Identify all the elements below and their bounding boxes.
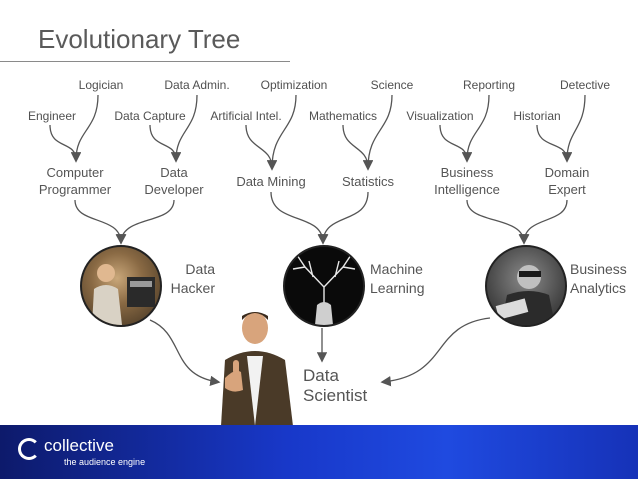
arrow-expert-to-ba <box>519 199 568 245</box>
arrow-data-capture <box>149 124 182 163</box>
computer-programmer-line: Computer Programmer <box>38 165 112 197</box>
business-analytics-photo-figure <box>495 265 555 325</box>
label-computer-programmer: Computer Programmer <box>39 164 111 198</box>
label-data-mining: Data Mining <box>236 174 306 189</box>
arrow-hacker-to-scientist <box>149 319 221 387</box>
label-data-capture: Data Capture <box>114 109 186 123</box>
arrow-engineer <box>49 124 82 163</box>
arrow-stats-to-ml <box>318 191 369 245</box>
label-historian: Historian <box>513 109 561 123</box>
data-hacker-photo <box>80 245 162 327</box>
machine-learning-photo-figure <box>292 254 356 325</box>
role-machine-learning: Machine Learning <box>370 261 425 296</box>
label-reporting: Reporting <box>462 78 516 92</box>
arrow-detective <box>561 94 586 163</box>
label-business-intelligence: Business Intelligence <box>434 164 500 198</box>
machine-learning-photo <box>283 245 365 327</box>
arrow-optimization <box>266 94 297 171</box>
label-optimization: Optimization <box>260 78 328 92</box>
label-engineer: Engineer <box>27 109 77 123</box>
label-statistics: Statistics <box>341 174 395 189</box>
domain-expert-line: Domain Expert <box>544 165 590 197</box>
business-analytics-photo <box>485 245 567 327</box>
label-science: Science <box>370 78 414 92</box>
business-intelligence-line: Business Intelligence <box>434 165 500 197</box>
result-data-scientist: Data Scientist <box>303 366 368 405</box>
title-underline <box>0 61 290 62</box>
data-hacker-photo-figure <box>92 264 155 325</box>
arrow-developer-to-hacker <box>116 199 175 245</box>
label-data-developer: Data Developer <box>144 164 203 198</box>
arrow-ba-to-scientist <box>380 317 491 387</box>
collective-logo-icon <box>18 438 40 460</box>
data-developer-line: Data Developer <box>144 165 204 197</box>
arrow-mining-to-ml <box>270 191 328 245</box>
label-mathematics: Mathematics <box>308 109 378 123</box>
arrow-bi-to-ba <box>466 199 529 245</box>
footer-brand: collective <box>44 436 114 455</box>
arrow-programmer-to-hacker <box>74 199 126 245</box>
label-logician: Logician <box>78 78 124 92</box>
slide-title: Evolutionary Tree <box>38 24 241 54</box>
footer-tagline: the audience engine <box>64 457 146 467</box>
arrow-data-admin <box>170 94 198 163</box>
arrow-visualization <box>439 124 473 163</box>
arrow-mathematics <box>342 124 374 171</box>
label-artificial-intel: Artificial Intel. <box>210 109 282 123</box>
arrow-reporting <box>461 94 490 163</box>
footer-bar <box>0 425 638 479</box>
arrow-logician <box>70 94 99 163</box>
data-scientist-figure <box>221 312 293 426</box>
arrow-science <box>362 94 393 171</box>
role-business-analytics: Business Analytics <box>570 261 627 296</box>
label-data-admin: Data Admin. <box>164 78 230 92</box>
label-detective: Detective <box>559 78 611 92</box>
label-domain-expert: Domain Expert <box>545 164 590 198</box>
role-data-hacker: Data Hacker <box>170 261 215 296</box>
arrow-artificial-intel <box>245 124 278 171</box>
arrow-historian <box>536 124 573 163</box>
label-visualization: Visualization <box>406 109 474 123</box>
